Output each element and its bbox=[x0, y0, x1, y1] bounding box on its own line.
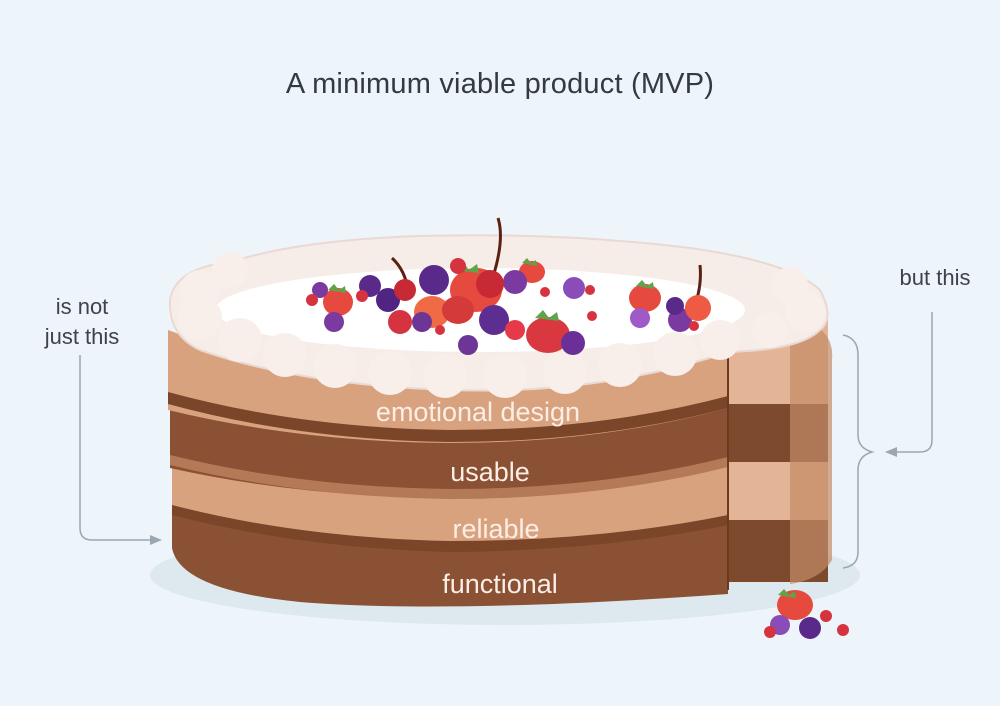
fallen-berries bbox=[764, 589, 849, 639]
left-annotation: is not just this bbox=[22, 292, 142, 352]
right-arrow bbox=[890, 312, 933, 453]
left-arrow-head bbox=[150, 535, 162, 545]
left-annotation-line2: just this bbox=[44, 324, 120, 349]
right-bracket bbox=[842, 334, 875, 569]
layer-reliable bbox=[172, 462, 728, 548]
layer-divider bbox=[168, 392, 728, 442]
layer-divider bbox=[172, 505, 728, 552]
layer-divider bbox=[170, 455, 728, 499]
right-arrow-head bbox=[885, 447, 897, 457]
layer-usable bbox=[170, 404, 728, 498]
cream-dollops bbox=[178, 252, 825, 398]
slice-side bbox=[790, 318, 833, 584]
label-usable: usable bbox=[450, 457, 530, 487]
left-annotation-line1: is not bbox=[55, 294, 109, 319]
berries bbox=[306, 217, 711, 355]
label-functional: functional bbox=[442, 569, 558, 599]
diagram-title: A minimum viable product (MVP) bbox=[285, 68, 715, 100]
label-emotional-design: emotional design bbox=[376, 397, 580, 427]
left-arrow bbox=[79, 355, 158, 541]
label-reliable: reliable bbox=[452, 514, 539, 544]
right-annotation: but this bbox=[899, 265, 971, 290]
